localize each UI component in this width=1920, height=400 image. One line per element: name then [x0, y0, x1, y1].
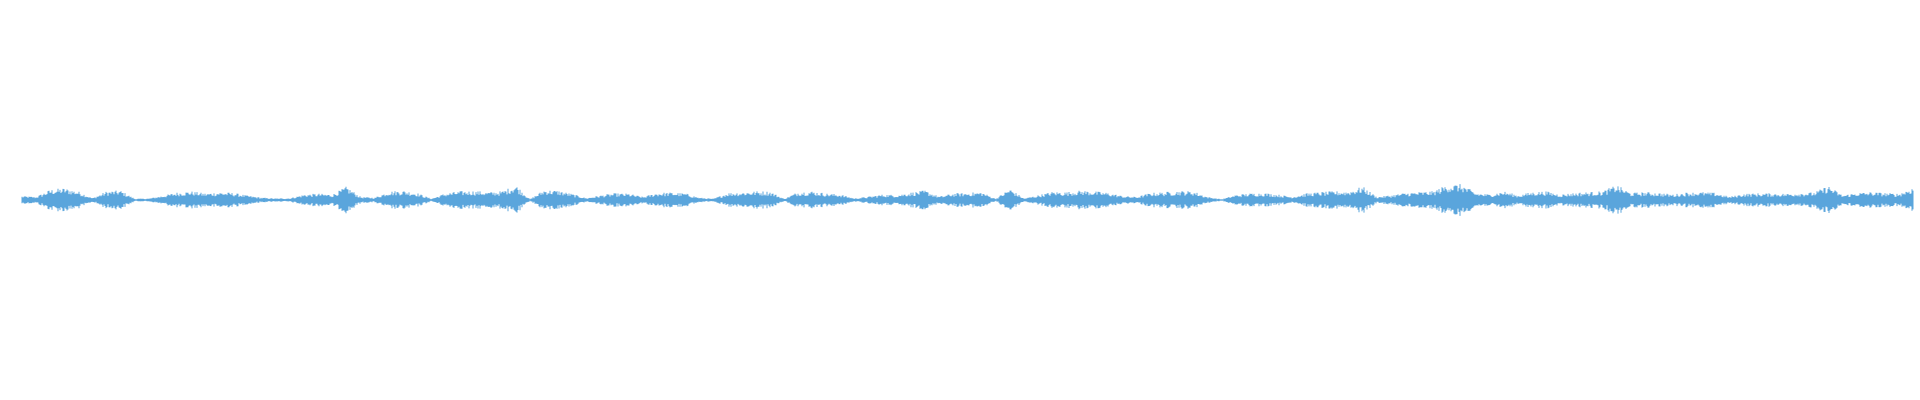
waveform-bars: [21, 184, 1914, 216]
